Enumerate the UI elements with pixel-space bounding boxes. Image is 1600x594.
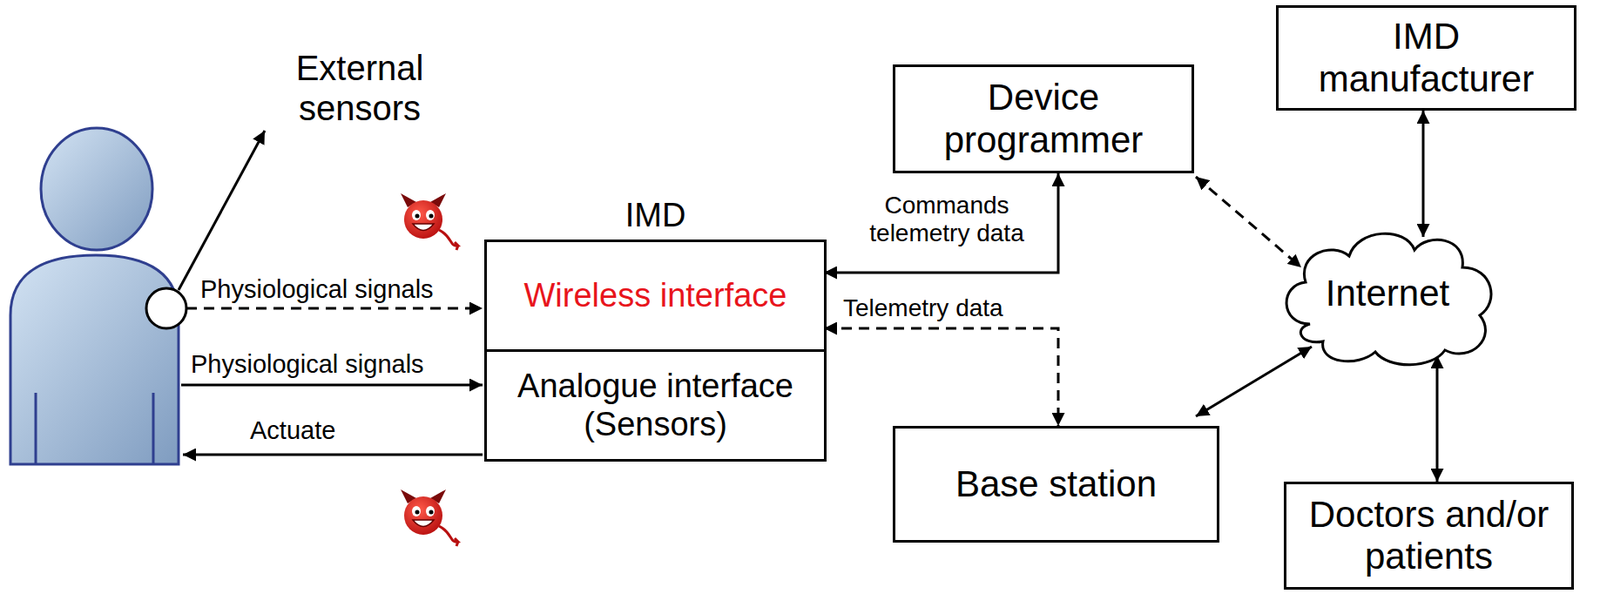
cloud-shape: Internet bbox=[1275, 219, 1500, 368]
signal-label: Physiological signals bbox=[189, 350, 426, 379]
interface-box: Analogue interface (Sensors) bbox=[486, 349, 824, 460]
node-label: Device programmer bbox=[904, 76, 1183, 162]
attacker-icon bbox=[400, 489, 459, 547]
node-label: Wireless interface bbox=[524, 276, 788, 316]
connector bbox=[823, 173, 1059, 273]
process-box: Doctors and/or patients bbox=[1283, 481, 1574, 590]
connector bbox=[1195, 346, 1312, 417]
device-box: IMDWireless interfaceAnalogue interface … bbox=[484, 239, 827, 462]
sensor-circle bbox=[146, 288, 187, 329]
node-label: Doctors and/or patients bbox=[1294, 493, 1565, 579]
signal-label: Physiological signals bbox=[198, 275, 436, 304]
process-box: Device programmer bbox=[892, 64, 1195, 174]
dashed-connector bbox=[823, 328, 1059, 426]
edge-label: Telemetry data bbox=[841, 294, 1006, 323]
connector bbox=[1436, 355, 1439, 482]
sensor-label: External sensors bbox=[275, 47, 445, 129]
process-box: Base station bbox=[892, 425, 1220, 543]
attacker-icon bbox=[400, 193, 459, 250]
interface-box: Wireless interface bbox=[486, 242, 824, 350]
node-label: IMD manufacturer bbox=[1287, 15, 1567, 101]
sensor-arrow bbox=[178, 130, 265, 291]
actuate-arrow bbox=[182, 453, 483, 457]
process-box: IMD manufacturer bbox=[1275, 5, 1577, 111]
signal-arrow bbox=[186, 307, 483, 311]
connector bbox=[1422, 110, 1425, 237]
node-label: Internet bbox=[1325, 272, 1450, 315]
edge-label: Commands telemetry data bbox=[844, 191, 1049, 248]
signal-arrow bbox=[181, 384, 483, 387]
signal-label: Actuate bbox=[248, 416, 338, 446]
node-label: Analogue interface (Sensors) bbox=[494, 367, 817, 444]
dashed-connector bbox=[1195, 176, 1302, 268]
node-heading: IMD bbox=[486, 196, 824, 236]
node-label: Base station bbox=[955, 463, 1157, 506]
